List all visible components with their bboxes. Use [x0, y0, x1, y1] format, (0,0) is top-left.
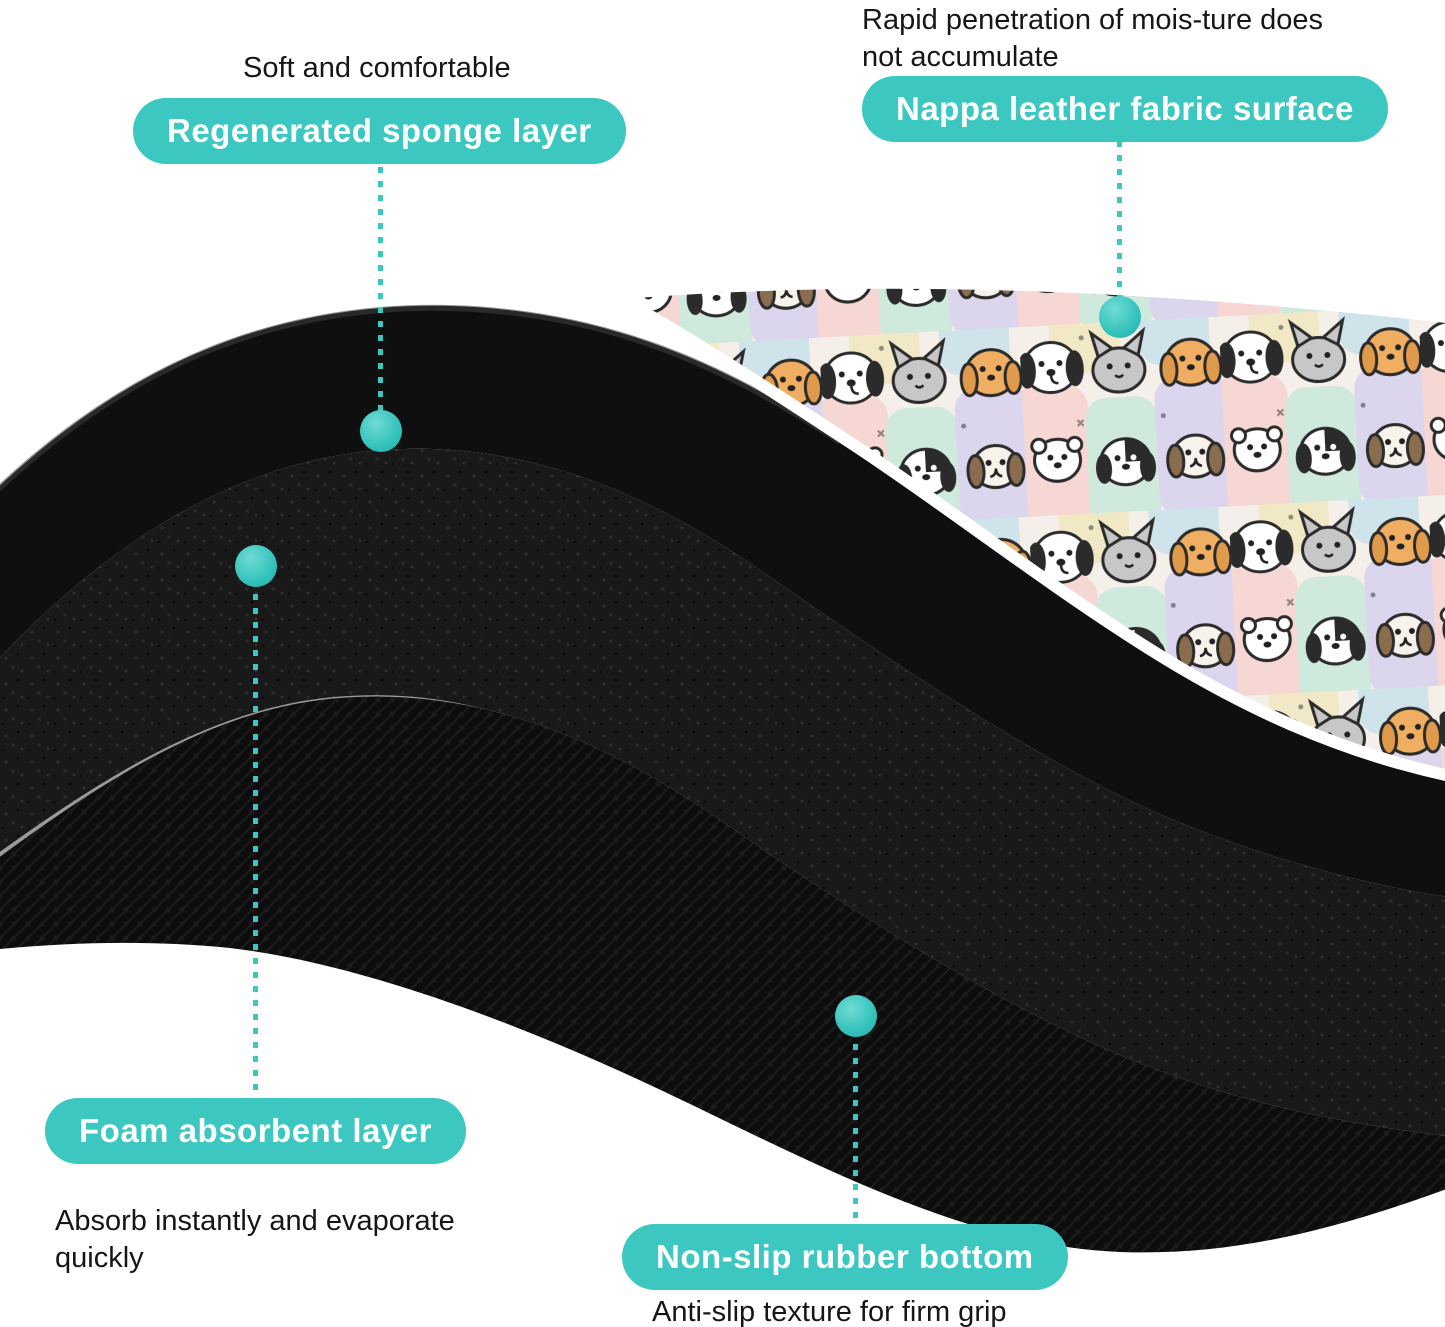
surface-note: Rapid penetration of mois-ture does not … [862, 4, 1324, 74]
mat-sponge-layer [0, 305, 1445, 897]
mat-sponge-highlight [0, 304, 842, 492]
foam-note: Absorb instantly and evaporate quickly [55, 1205, 455, 1275]
surface-marker-dot [1099, 296, 1141, 338]
rubber-leader-line [853, 1016, 858, 1224]
sponge-note: Soft and comfortable [243, 52, 511, 84]
surface-leader-line [1117, 141, 1122, 317]
rubber-label: Non-slip rubber bottom [622, 1224, 1068, 1290]
foam-label: Foam absorbent layer [45, 1098, 466, 1164]
sponge-marker-dot [360, 410, 402, 452]
surface-label: Nappa leather fabric surface [862, 76, 1388, 142]
rubber-note: Anti-slip texture for firm grip [652, 1296, 1007, 1327]
mat-rubber-layer [0, 696, 1445, 1253]
mat-pattern-surface [606, 276, 1445, 781]
sponge-label: Regenerated sponge layer [133, 98, 626, 164]
sponge-leader-line [378, 167, 383, 431]
rubber-marker-dot [835, 995, 877, 1037]
foam-leader-line [253, 566, 258, 1098]
foam-marker-dot [235, 545, 277, 587]
mat-foam-layer [0, 448, 1445, 1136]
